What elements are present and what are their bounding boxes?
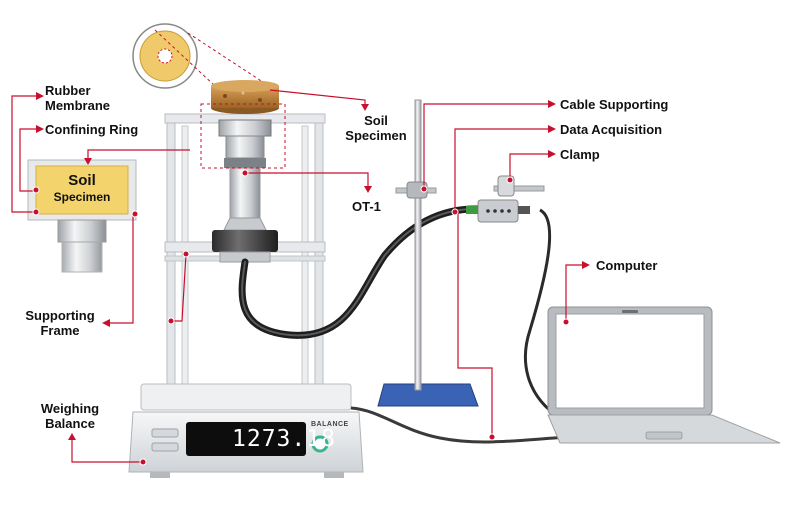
label-clamp: Clamp (560, 147, 600, 162)
label-rubber-membrane-line2: Membrane (45, 98, 111, 113)
label-soil-specimen-line2: Specimen (345, 128, 407, 143)
specimen-inset (27, 159, 137, 273)
label-cable-supporting: Cable Supporting (560, 97, 669, 112)
balance-display-reading: 1273.18 (232, 426, 336, 452)
retort-stand (377, 99, 545, 407)
label-computer: Computer (596, 258, 658, 273)
balance-brand-label: BALANCE (311, 421, 349, 428)
label-supporting-frame-line2: Frame (40, 323, 80, 338)
label-supporting-frame: Supporting Frame (20, 308, 100, 338)
zoom-region-box (200, 103, 286, 169)
sensor-cable (238, 205, 482, 339)
inset-subtitle: Specimen (53, 190, 111, 204)
label-data-acquisition: Data Acquisition (560, 122, 663, 137)
label-weighing-balance-line1: Weighing (40, 401, 100, 416)
balance-cable (350, 406, 569, 444)
label-soil-specimen-line1: Soil (364, 113, 388, 128)
daq-cable (523, 208, 561, 420)
loading-piston (212, 119, 278, 263)
specimen-cross-section (132, 23, 273, 89)
label-ot1: OT-1 (352, 199, 381, 214)
label-confining-ring: Confining Ring (45, 122, 139, 137)
label-rubber-membrane: Rubber Membrane (45, 83, 110, 113)
label-weighing-balance-line2: Balance (45, 416, 95, 431)
soil-specimen (211, 80, 279, 114)
label-rubber-membrane-line1: Rubber (45, 83, 91, 98)
label-supporting-frame-line1: Supporting (25, 308, 95, 323)
inset-soil-specimen-label: Soil Specimen (36, 166, 128, 214)
leader-lines (11, 89, 582, 463)
inset-title: Soil (68, 172, 96, 189)
weighing-balance (128, 383, 364, 478)
label-weighing-balance: Weighing Balance (34, 401, 106, 431)
leader-dots (32, 169, 570, 466)
laptop-computer (547, 306, 781, 444)
leader-arrowheads (36, 92, 590, 440)
label-soil-specimen: Soil Specimen (341, 113, 411, 143)
